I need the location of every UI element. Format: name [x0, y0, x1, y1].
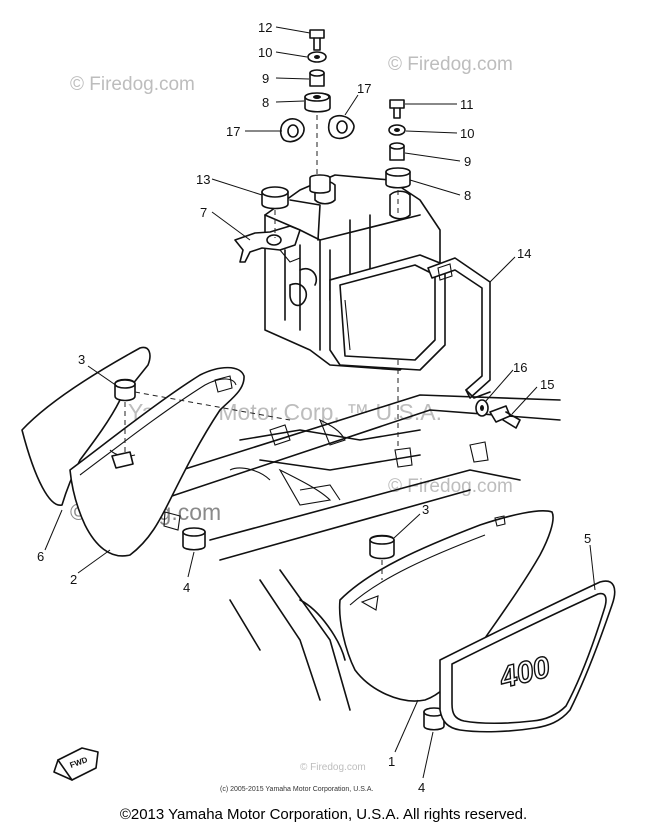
callout-15: 15: [540, 377, 554, 392]
footer-copyright: ©2013 Yamaha Motor Corporation, U.S.A. A…: [119, 806, 528, 823]
callouts: 12 10 9 8 17 17 11 10 9 8 13 7 14 16 15 …: [37, 20, 591, 795]
grommet-4-right: [423, 707, 445, 731]
callout-9: 9: [464, 154, 471, 169]
callout-9: 9: [262, 71, 269, 86]
callout-10: 10: [258, 45, 272, 60]
callout-8: 8: [262, 95, 269, 110]
grommet-3-right: [369, 534, 395, 580]
side-cover-left-2: [69, 366, 245, 557]
watermark-site: © Firedog.com: [388, 54, 513, 75]
hardware-stack-right: [385, 99, 411, 450]
callout-13: 13: [196, 172, 210, 187]
watermark-site: © Firedog.com: [388, 476, 513, 497]
washer-16: [475, 399, 489, 417]
callout-17: 17: [226, 124, 240, 139]
watermark-site: © Firedog.com: [300, 762, 366, 773]
callout-2: 2: [70, 572, 77, 587]
callout-8: 8: [464, 188, 471, 203]
side-cover-right-1: [338, 510, 554, 702]
fwd-arrow: FWD: [53, 747, 99, 781]
callout-3: 3: [78, 352, 85, 367]
callout-16: 16: [513, 360, 527, 375]
frame: [149, 394, 561, 711]
leader-lines: [44, 26, 596, 779]
callout-7: 7: [200, 205, 207, 220]
grommet-3-left: [114, 378, 291, 455]
grommet-17: [279, 114, 355, 143]
grommet-4-left: [182, 527, 206, 551]
bracket-7: [234, 225, 301, 263]
callout-3: 3: [422, 502, 429, 517]
callout-12: 12: [258, 20, 272, 35]
callout-6: 6: [37, 549, 44, 564]
emblem-5: 400: [439, 580, 616, 733]
callout-11: 11: [460, 97, 474, 112]
emblem-text: 400: [496, 651, 554, 695]
small-copyright-notice: (c) 2005-2015 Yamaha Motor Corporation, …: [220, 786, 373, 793]
bolt-15: [489, 405, 521, 429]
callout-4: 4: [418, 780, 425, 795]
callout-14: 14: [517, 246, 531, 261]
hardware-stack-left: [304, 29, 331, 194]
callout-1: 1: [388, 754, 395, 769]
bracket-14: [427, 257, 491, 399]
grommet-13: [261, 186, 289, 238]
callout-10: 10: [460, 126, 474, 141]
callout-4: 4: [183, 580, 190, 595]
callout-5: 5: [584, 531, 591, 546]
callout-17: 17: [357, 81, 371, 96]
watermark-site: © Firedog.com: [70, 74, 195, 95]
battery-box: [264, 174, 446, 371]
